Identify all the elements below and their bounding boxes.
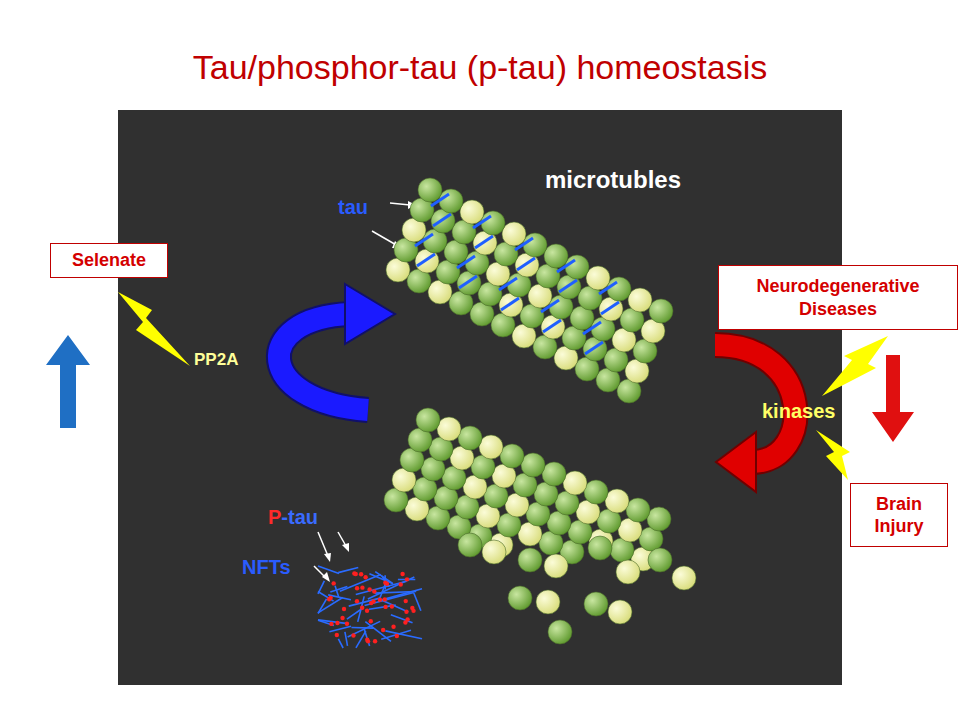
factor-text: Selenate <box>72 249 146 272</box>
broken-microtubule <box>384 408 696 644</box>
factor-box: Brain Injury <box>850 483 948 547</box>
slide-title: Tau/phosphor-tau (p-tau) homeostasis <box>0 48 960 87</box>
decrease-arrow <box>872 355 914 442</box>
factor-text: Brain Injury <box>851 493 947 538</box>
factor-text: Neurodegenerative Diseases <box>719 275 957 320</box>
enzyme-label: kinases <box>762 400 835 423</box>
lightning-bolt <box>118 292 190 366</box>
protein-label: tau <box>338 196 368 219</box>
dephosphorylation-arrowhead <box>345 284 395 344</box>
ptau-label: P-tau <box>268 506 318 529</box>
enzyme-label: PP2A <box>194 350 238 370</box>
factor-box: Selenate <box>50 243 168 278</box>
intact-microtubule <box>386 178 673 403</box>
phosphorylation-arrowhead <box>716 432 756 492</box>
increase-arrow <box>46 335 90 428</box>
factor-box: Neurodegenerative Diseases <box>718 265 958 330</box>
neurofibrillary-tangle <box>318 566 422 648</box>
lightning-bolt <box>822 336 888 396</box>
lightning-bolt <box>816 430 850 480</box>
structure-label: NFTs <box>242 556 291 579</box>
structure-label: microtubles <box>545 166 681 194</box>
dark-panel <box>118 110 842 685</box>
